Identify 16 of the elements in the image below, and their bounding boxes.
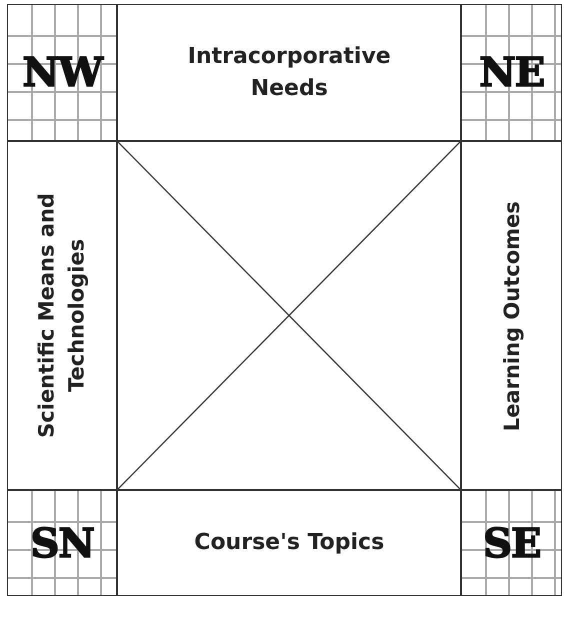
compass-label: SE bbox=[483, 520, 540, 567]
category-label: Learning Outcomes bbox=[498, 200, 525, 431]
category-box bbox=[117, 490, 462, 596]
category-box bbox=[461, 141, 562, 490]
category-box bbox=[7, 141, 118, 490]
compass-label: NE bbox=[479, 49, 544, 96]
grid-cell bbox=[461, 4, 562, 142]
grid-cell bbox=[7, 490, 118, 596]
compass-label: SN bbox=[30, 520, 94, 567]
compass-label: NW bbox=[22, 49, 102, 96]
category-label: Course's Topics bbox=[194, 529, 384, 558]
category-box bbox=[117, 4, 462, 142]
category-label: Scientific Means and Technologies bbox=[34, 192, 90, 440]
grid-cell bbox=[7, 4, 118, 142]
grid-cell bbox=[461, 490, 562, 596]
category-label: Intracorporative Needs bbox=[186, 42, 392, 103]
